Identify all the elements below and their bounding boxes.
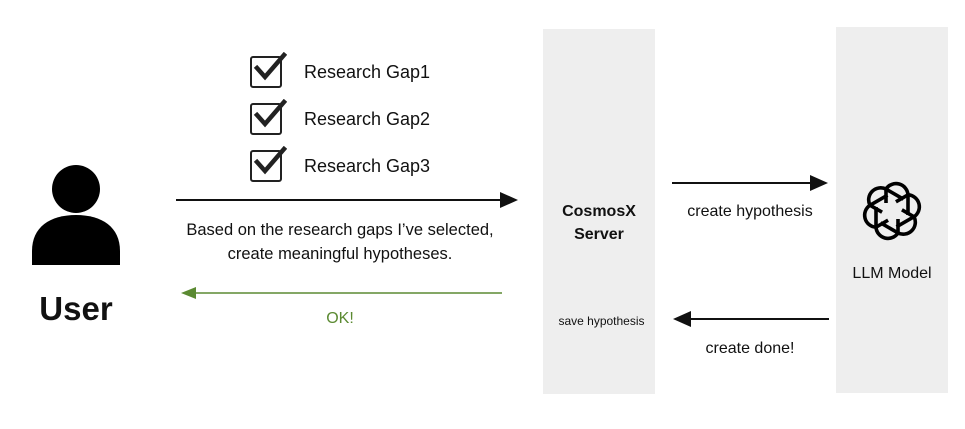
research-gap-label: Research Gap3 [304, 155, 431, 176]
research-gap-label: Research Gap2 [304, 108, 431, 129]
create-done-arrow [673, 311, 829, 327]
research-gap-item-1[interactable]: Research Gap1 [250, 52, 431, 90]
research-gap-item-3[interactable]: Research Gap3 [250, 146, 431, 184]
request-arrow [176, 192, 518, 208]
llm-model-label: LLM Model [852, 265, 932, 282]
openai-logo-icon [862, 181, 922, 241]
create-hypothesis-arrow [672, 175, 828, 191]
server-name: CosmosX Server [543, 200, 655, 246]
ok-arrow [181, 287, 502, 299]
server-panel [543, 29, 655, 394]
request-message: Based on the research gaps I’ve selected… [170, 218, 510, 266]
user-label: User [39, 290, 113, 327]
create-done-label: create done! [705, 340, 795, 357]
save-hypothesis-label: save hypothesis [558, 314, 645, 328]
request-line-1: Based on the research gaps I’ve selected… [186, 221, 494, 239]
research-gap-label: Research Gap1 [304, 61, 431, 82]
server-name-line-2: Server [574, 226, 624, 243]
checkbox-checked-icon[interactable] [250, 52, 287, 88]
ok-response: OK! [326, 310, 354, 327]
checkbox-checked-icon[interactable] [250, 99, 287, 135]
server-name-line-1: CosmosX [562, 203, 636, 220]
research-gap-item-2[interactable]: Research Gap2 [250, 99, 431, 137]
checkbox-checked-icon[interactable] [250, 146, 287, 182]
create-hypothesis-label: create hypothesis [687, 203, 813, 220]
llm-panel [836, 27, 948, 393]
request-line-2: create meaningful hypotheses. [227, 245, 453, 263]
user-icon [32, 165, 120, 265]
